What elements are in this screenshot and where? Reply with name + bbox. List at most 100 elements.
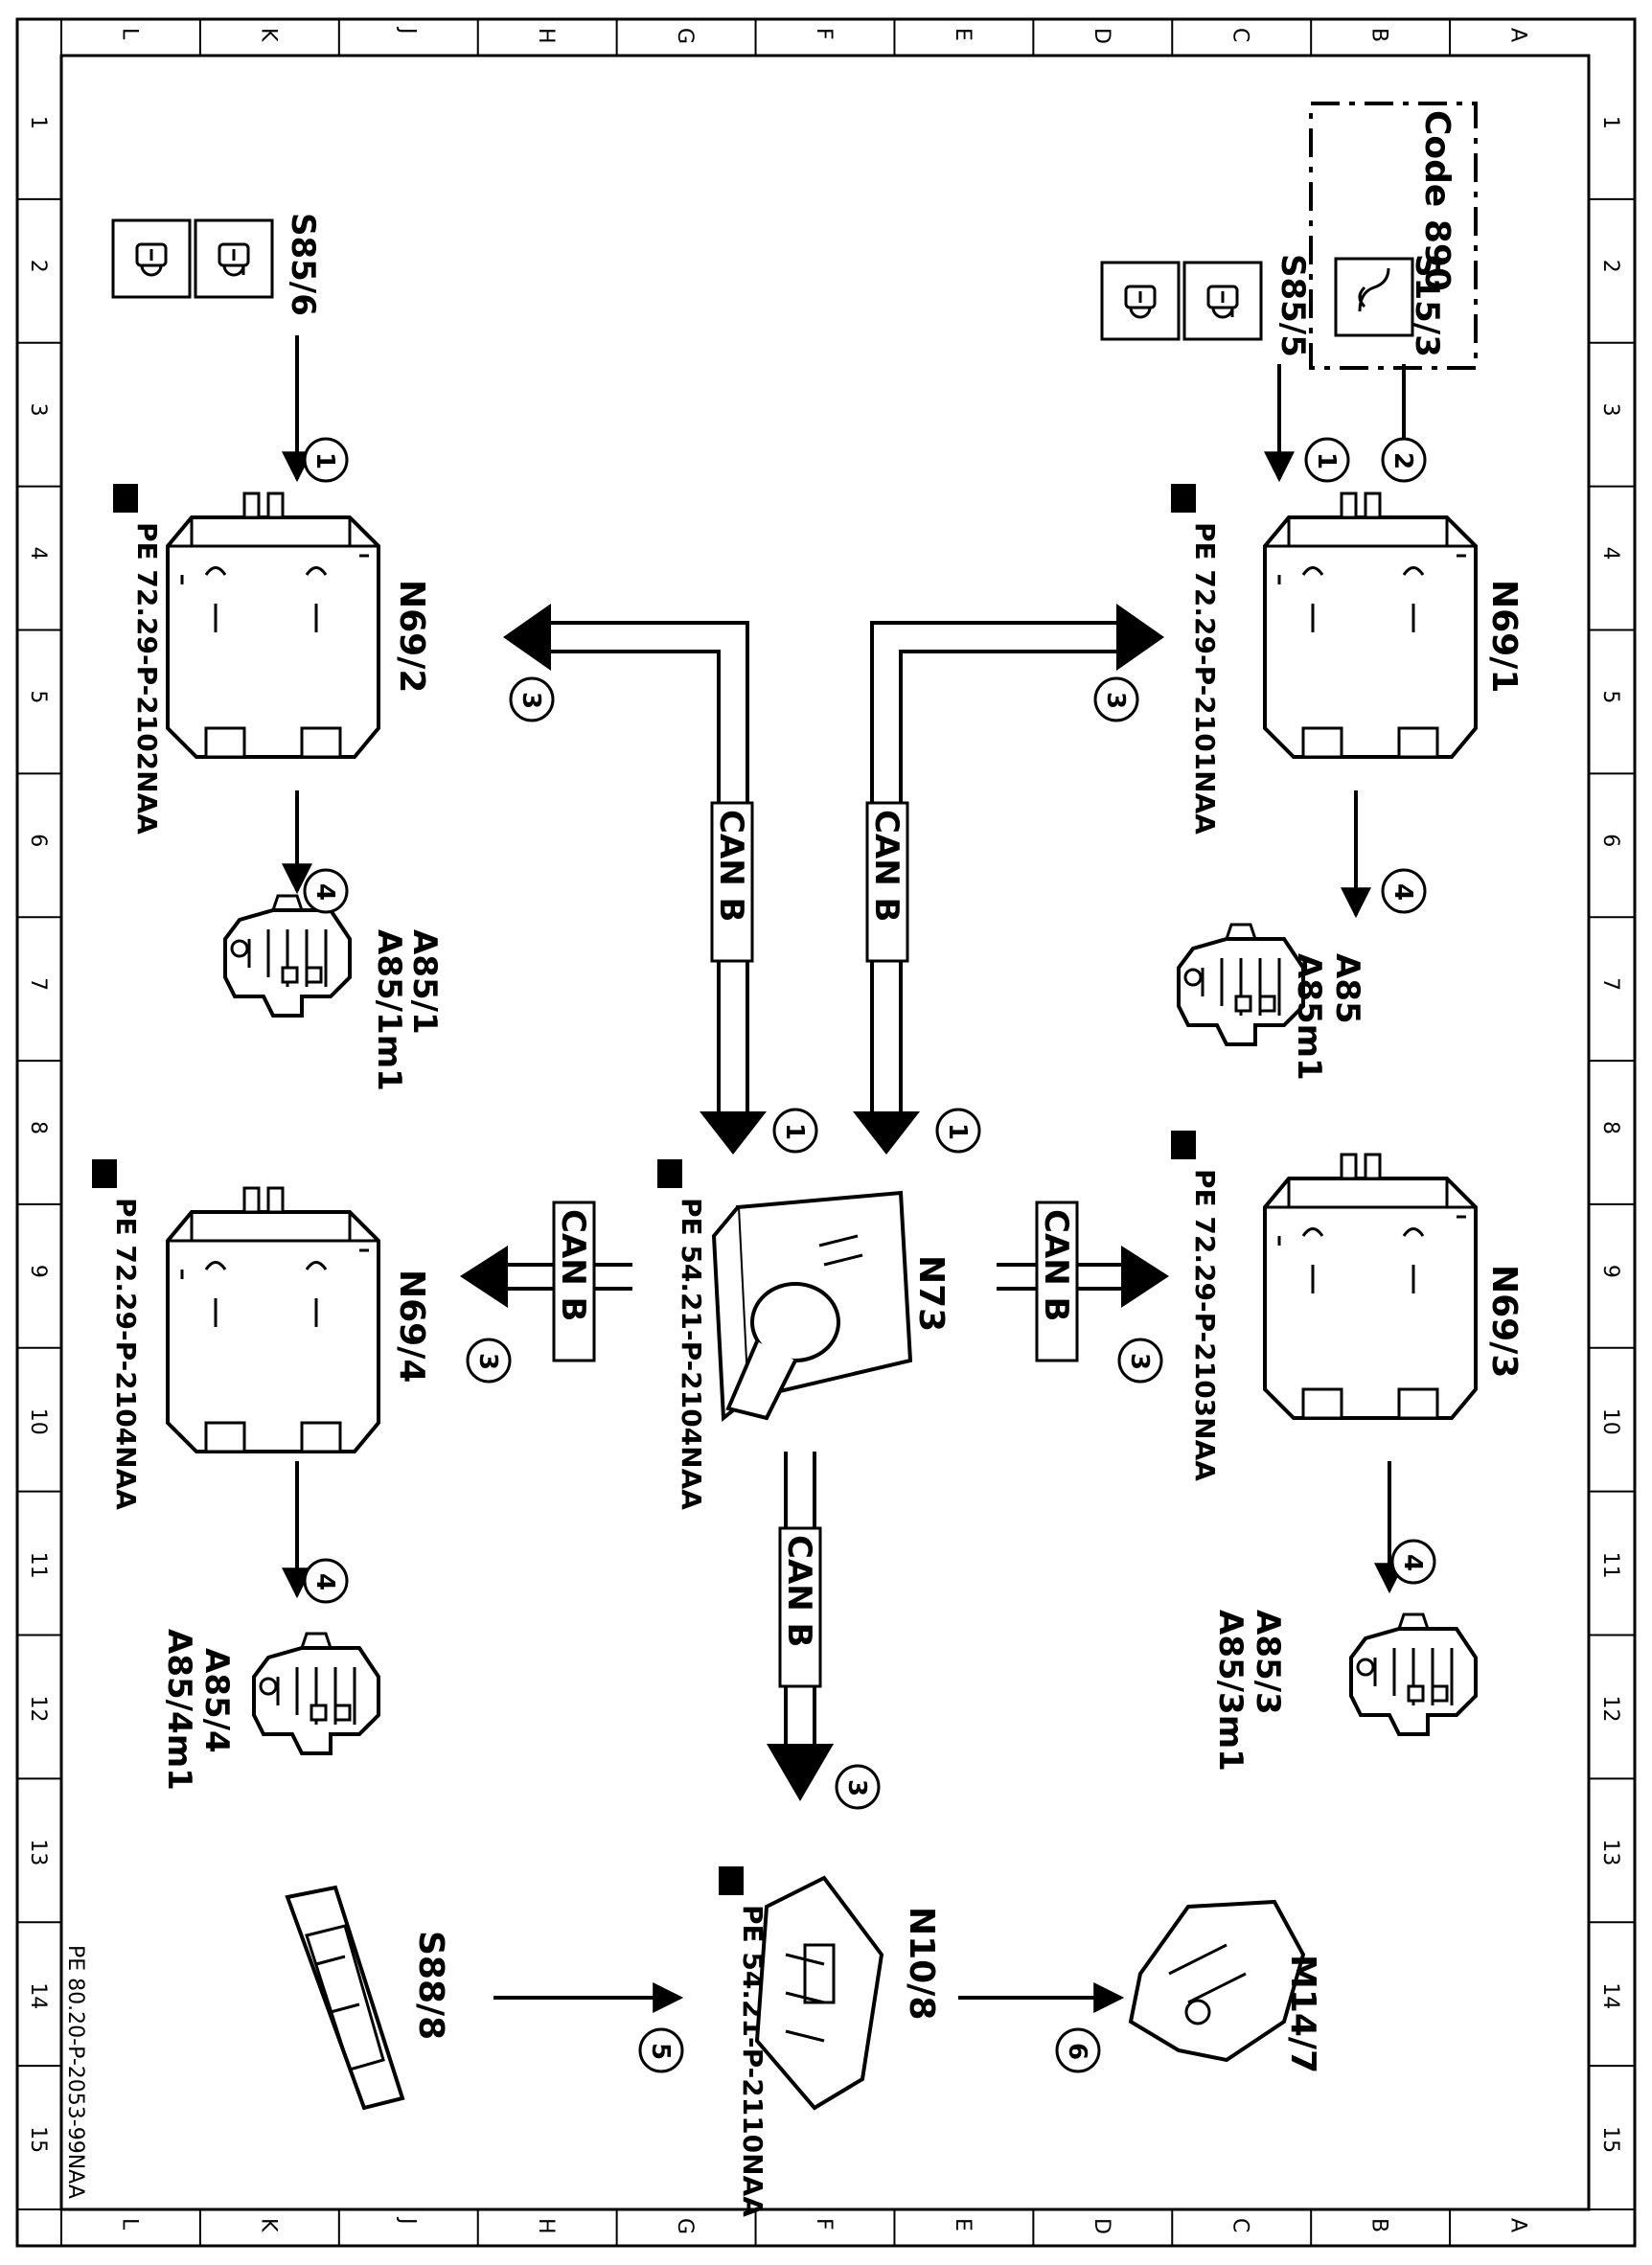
step-number: 6 (1063, 2043, 1091, 2060)
can-b-label-left: CAN B (710, 801, 754, 963)
frame-column-letter: C (1228, 2218, 1252, 2232)
frame-column-letter: H (534, 28, 558, 44)
frame-row-number: 14 (1598, 1982, 1622, 2009)
a85-3-actuator (1349, 1613, 1478, 1736)
step-circle (509, 676, 555, 722)
frame-column-letter: G (673, 2218, 697, 2234)
frame-row-number: 6 (1598, 834, 1622, 847)
s85-5-label: S85/5 (1273, 254, 1312, 357)
frame-column-letter: D (1090, 2218, 1113, 2234)
step-circle (1381, 868, 1427, 914)
a85-1-actuator (223, 894, 352, 1018)
step-circle (303, 1558, 349, 1604)
step-number: 2 (1388, 452, 1417, 469)
frame-row-number: 2 (1598, 260, 1622, 273)
frame-row-number: 11 (26, 1552, 50, 1579)
frame-column-letter: K (256, 2218, 280, 2232)
frame-row-number: 6 (26, 834, 50, 847)
a85-4-label: A85/4 (197, 1648, 236, 1753)
n69-1-label: N69/1 (1484, 580, 1524, 693)
step-number: 3 (842, 1779, 871, 1796)
step-circle (638, 2027, 684, 2073)
frame-row-number: 7 (1598, 977, 1622, 991)
svg-text:CAN B: CAN B (780, 1535, 818, 1647)
a85m1-label: A85m1 (1290, 953, 1328, 1081)
frame-column-letter: F (812, 28, 836, 40)
frame-row-number: 1 (1598, 116, 1622, 129)
frame-row-number: 7 (26, 977, 50, 991)
n10-8-module (754, 1875, 884, 2111)
frame-row-number: 13 (26, 1839, 50, 1865)
frame-column-letter: B (1367, 2218, 1391, 2232)
n69-3-unit (1263, 1153, 1478, 1420)
step-number: 4 (310, 883, 339, 901)
frame-column-letter: L (117, 2218, 141, 2231)
frame-row-number: 12 (26, 1695, 50, 1722)
step-circle (1304, 437, 1350, 483)
a85-4m1-label: A85/4m1 (160, 1629, 198, 1791)
ref-n69-1: PE 72.29-P-2101NAA (1189, 522, 1221, 835)
frame-column-letter: G (673, 28, 697, 44)
svg-text:CAN B: CAN B (1037, 1209, 1075, 1321)
code-890-group (1309, 102, 1478, 370)
frame-row-number: 3 (1598, 403, 1622, 417)
step-circle (1093, 676, 1139, 722)
a85-4-actuator (252, 1632, 380, 1755)
pointer-icon (92, 1159, 117, 1188)
frame-column-letter: E (951, 28, 975, 41)
frame-column-letter: L (117, 28, 141, 40)
step-number: 1 (310, 452, 339, 469)
pointer-icon (1171, 484, 1196, 513)
s88-8-switch (285, 1885, 405, 2111)
ref-n73: PE 54.21-P-2104NAA (676, 1198, 707, 1510)
step-number: 5 (646, 2043, 675, 2060)
a85-1m1-label: A85/1m1 (370, 929, 408, 1091)
s15-3-switch (1334, 257, 1414, 337)
drawing-frame (15, 17, 1637, 2248)
s85-6-switch (111, 218, 274, 299)
ref-n69-2: PE 72.29-P-2102NAA (131, 522, 163, 835)
frame-row-number: 8 (26, 1121, 50, 1134)
step-number: 4 (1398, 1554, 1427, 1571)
frame-column-letter: F (812, 2218, 836, 2231)
n69-1-unit (1263, 492, 1478, 759)
m14-7-label: M14/7 (1283, 1955, 1322, 2073)
frame-column-letter: D (1090, 28, 1113, 44)
frame-column-letter: E (951, 2218, 975, 2231)
s15-3-label: S15/3 (1408, 254, 1446, 357)
doc-id: PE 80.20-P-2053-99NAA (63, 1945, 87, 2199)
frame-column-letter: A (1506, 28, 1530, 42)
n69-3-label: N69/3 (1484, 1265, 1524, 1378)
frame-row-number: 10 (26, 1408, 50, 1435)
svg-text:CAN B: CAN B (867, 810, 906, 922)
step-circle (303, 437, 349, 483)
a85-label: A85 (1328, 953, 1366, 1024)
pointer-icon (657, 1159, 682, 1188)
n73-ignition-switch (711, 1190, 913, 1422)
step-circle (835, 1764, 881, 1810)
step-number: 3 (1101, 692, 1130, 709)
frame-column-letter: B (1367, 28, 1391, 42)
svg-text:CAN B: CAN B (554, 1209, 592, 1321)
pointer-icon (113, 484, 138, 513)
frame-row-number: 15 (1598, 2126, 1622, 2153)
step-circle (935, 1108, 981, 1154)
frame-column-letter: A (1506, 2218, 1530, 2232)
a85-actuator (1177, 923, 1305, 1046)
can-bus-arrows (460, 604, 1169, 1801)
can-b-label-n69-3: CAN B (1035, 1201, 1079, 1362)
s88-8-label: S88/8 (411, 1931, 450, 2040)
step-circle (772, 1108, 818, 1154)
n73-label: N73 (911, 1255, 951, 1332)
can-b-label-n10-8: CAN B (778, 1526, 822, 1688)
s85-5-switch (1100, 261, 1263, 341)
code-890-label: Code 890 (1417, 110, 1457, 291)
frame-row-number: 14 (26, 1982, 50, 2009)
pointer-icon (719, 1866, 744, 1895)
frame-row-number: 3 (26, 403, 50, 417)
n69-4-unit (166, 1186, 380, 1453)
frame-column-letter: K (256, 28, 280, 42)
m14-7-motor (1128, 1899, 1306, 2063)
step-number: 1 (943, 1123, 972, 1140)
